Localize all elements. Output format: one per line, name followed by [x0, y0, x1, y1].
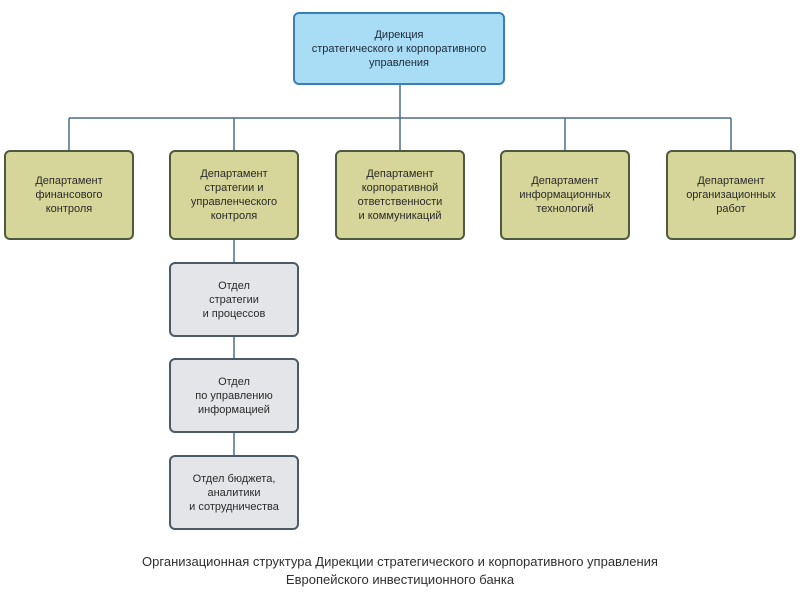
department-information-technology: Департамент информационных технологий — [500, 150, 630, 240]
unit-budget-analytics-cooperation: Отдел бюджета, аналитики и сотрудничеств… — [169, 455, 299, 530]
diagram-caption: Организационная структура Дирекции страт… — [0, 553, 800, 589]
department-strategy-management-control: Департамент стратегии и управленческого … — [169, 150, 299, 240]
caption-line-1: Организационная структура Дирекции страт… — [142, 554, 658, 569]
department-corporate-responsibility: Департамент корпоративной ответственност… — [335, 150, 465, 240]
unit-strategy-processes: Отдел стратегии и процессов — [169, 262, 299, 337]
unit-information-management: Отдел по управлению информацией — [169, 358, 299, 433]
department-financial-control: Департамент финансового контроля — [4, 150, 134, 240]
department-organizational-work: Департамент организационных работ — [666, 150, 796, 240]
directorate-box: Дирекция стратегического и корпоративног… — [293, 12, 505, 85]
caption-line-2: Европейского инвестиционного банка — [285, 572, 515, 587]
